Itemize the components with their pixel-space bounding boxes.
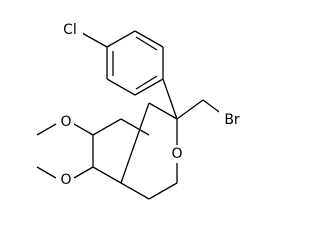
upper-methoxy-oxygen-label: O: [60, 114, 71, 130]
chemical-structure-diagram: Cl Br O O O: [36, 20, 245, 200]
bond-lower-methyl: [36, 166, 57, 179]
ring-oxygen-atom-label: O: [171, 146, 182, 162]
bond-upper-methyl: [36, 123, 57, 136]
label-background: [219, 110, 245, 130]
label-background: [57, 20, 83, 40]
aromatic-inner-bond: [135, 36, 158, 51]
bond: [92, 118, 122, 136]
bond: [148, 182, 178, 200]
dimethoxy-benzene-ring: [92, 102, 178, 184]
bond: [148, 102, 178, 120]
bond-aryl-to-c1: [162, 78, 178, 120]
bond-to-upper-methoxy-oxygen: [73, 123, 94, 136]
bond: [106, 30, 136, 48]
bond: [106, 78, 136, 96]
aromatic-inner-bond: [135, 75, 158, 90]
bond-to-chlorine: [81, 32, 108, 48]
bond-c1-to-ch2: [176, 99, 204, 120]
bromine-atom-label: Br: [224, 112, 240, 128]
bond: [120, 182, 150, 200]
bond: [134, 30, 164, 48]
bond-to-lower-methoxy-oxygen: [73, 166, 94, 179]
label-background: [58, 113, 74, 131]
bond: [134, 78, 164, 96]
dihydropyran-ring: [120, 119, 178, 200]
chlorine-atom-label: Cl: [63, 22, 77, 38]
chlorophenyl-ring: [106, 30, 164, 96]
label-background: [169, 145, 185, 163]
bond: [120, 102, 150, 184]
lower-methoxy-oxygen-label: O: [60, 172, 71, 188]
label-background: [58, 171, 74, 189]
bond: [92, 166, 122, 184]
bond: [120, 118, 150, 136]
